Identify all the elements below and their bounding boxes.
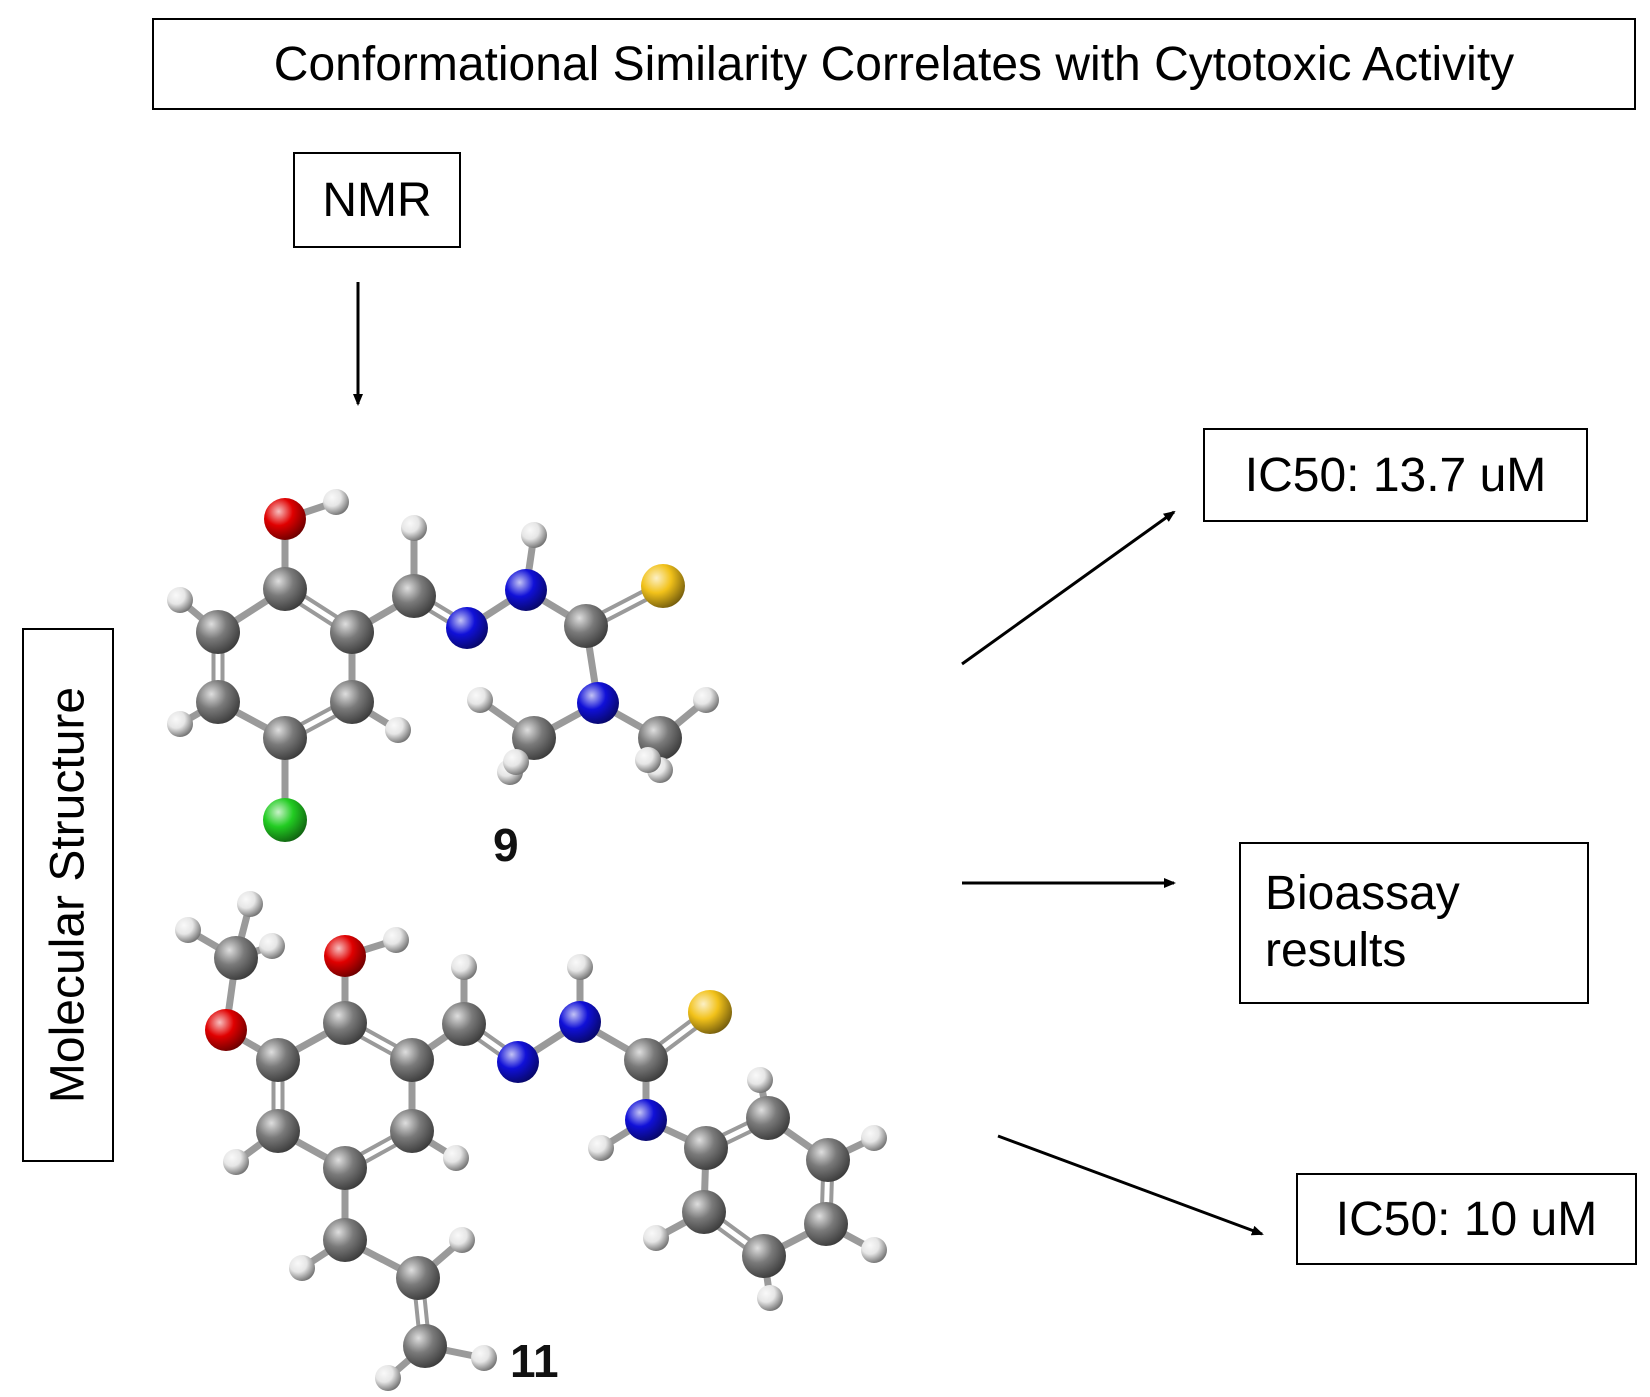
mol9-atom-hydrogen-23	[503, 749, 529, 775]
bioassay-line-2: results	[1265, 924, 1407, 977]
mol11-atom-oxygen-6	[324, 935, 366, 977]
mol11-atom-nitrogen-24	[497, 1041, 539, 1083]
mol11-atom-carbon-31	[684, 1126, 728, 1170]
mol9-atom-oxygen-6	[264, 498, 306, 540]
arrow-to-ic50-top	[961, 510, 1176, 666]
ic50-top-label: IC50: 13.7 uM	[1244, 448, 1547, 502]
mol11-atom-hydrogen-11	[237, 891, 263, 917]
ic50-bottom-box: IC50: 10 uM	[1296, 1173, 1637, 1265]
mol9-atom-hydrogen-13	[401, 515, 427, 541]
mol11-atom-hydrogen-12	[259, 933, 285, 959]
mol11-atom-oxygen-8	[205, 1009, 247, 1051]
ic50-top-box: IC50: 13.7 uM	[1203, 428, 1588, 522]
mol11-atom-carbon-2	[390, 1109, 434, 1153]
mol9-atom-hydrogen-27	[635, 747, 661, 773]
mol11-atom-hydrogen-26	[567, 954, 593, 980]
mol11-atom-hydrogen-20	[375, 1365, 401, 1391]
mol9-atom-hydrogen-10	[385, 717, 411, 743]
nmr-box: NMR	[293, 152, 461, 248]
mol11-atom-hydrogen-41	[643, 1225, 669, 1251]
mol9-atom-carbon-5	[196, 610, 240, 654]
mol11-atom-hydrogen-35	[861, 1125, 887, 1151]
mol11-atom-nitrogen-29	[625, 1099, 667, 1141]
mol9-atom-hydrogen-25	[693, 687, 719, 713]
mol11-atom-hydrogen-16	[289, 1255, 315, 1281]
compound-11-label: 11	[510, 1335, 559, 1387]
mol9-atom-carbon-4	[196, 680, 240, 724]
compound-9-label: 9	[493, 819, 519, 871]
mol9-atom-nitrogen-14	[446, 607, 488, 649]
mol11-atom-carbon-40	[682, 1190, 726, 1234]
mol11-atom-carbon-19	[403, 1324, 447, 1368]
mol11-atom-hydrogen-30	[588, 1135, 614, 1161]
mol11-atom-carbon-1	[390, 1038, 434, 1082]
mol11-atom-hydrogen-14	[443, 1145, 469, 1171]
nmr-label: NMR	[322, 173, 432, 227]
mol11-atom-nitrogen-25	[559, 1001, 601, 1043]
molecular-structure-box: Molecular Structure	[22, 628, 114, 1162]
mol9-atom-carbon-12	[392, 574, 436, 618]
mol9-atom-hydrogen-21	[467, 687, 493, 713]
mol9-atom-carbon-20	[512, 716, 556, 760]
mol11-atom-carbon-38	[742, 1234, 786, 1278]
arrow-to-ic50-bottom	[997, 1134, 1264, 1236]
mol9-atom-nitrogen-19	[577, 682, 619, 724]
mol11-atom-carbon-4	[256, 1109, 300, 1153]
mol11-atom-hydrogen-7	[383, 927, 409, 953]
mol11-atom-hydrogen-10	[175, 917, 201, 943]
title-box: Conformational Similarity Correlates wit…	[152, 18, 1636, 110]
bioassay-line-1: Bioassay	[1265, 867, 1460, 921]
mol11-atom-hydrogen-13	[223, 1149, 249, 1175]
mol9-atom-hydrogen-7	[323, 489, 349, 515]
mol11-atom-carbon-17	[396, 1256, 440, 1300]
mol11-atom-carbon-22	[442, 1002, 486, 1046]
mol11-atom-carbon-27	[624, 1038, 668, 1082]
bioassay-box: Bioassay results	[1239, 842, 1589, 1004]
mol9-atom-carbon-2	[330, 680, 374, 724]
mol11-atom-hydrogen-23	[451, 954, 477, 980]
mol9-atom-carbon-17	[564, 604, 608, 648]
title-text: Conformational Similarity Correlates wit…	[273, 37, 1515, 91]
mol11-atom-sulfur-28	[688, 990, 732, 1034]
mol9-atom-hydrogen-16	[521, 522, 547, 548]
mol11-atom-hydrogen-33	[747, 1067, 773, 1093]
mol9-atom-sulfur-18	[641, 564, 685, 608]
mol11-atom-hydrogen-21	[471, 1345, 497, 1371]
mol9-atom-nitrogen-15	[505, 569, 547, 611]
mol11-atom-carbon-32	[746, 1096, 790, 1140]
mol9-atom-carbon-0	[263, 567, 307, 611]
mol9-atom-chlorine-11	[263, 798, 307, 842]
mol11-atom-hydrogen-18	[449, 1227, 475, 1253]
mol11-atom-carbon-5	[256, 1038, 300, 1082]
mol11-atom-carbon-3	[323, 1146, 367, 1190]
mol11-atom-carbon-34	[806, 1138, 850, 1182]
mol11-atom-carbon-36	[804, 1202, 848, 1246]
mol11-atom-hydrogen-37	[861, 1237, 887, 1263]
mol11-atom-carbon-15	[323, 1218, 367, 1262]
mol11-atom-carbon-0	[323, 1001, 367, 1045]
mol11-atom-carbon-9	[214, 936, 258, 980]
ic50-bottom-label: IC50: 10 uM	[1335, 1192, 1598, 1246]
mol9-atom-hydrogen-9	[167, 711, 193, 737]
mol9-atom-carbon-3	[263, 716, 307, 760]
mol9-atom-hydrogen-8	[167, 587, 193, 613]
mol11-atom-hydrogen-39	[757, 1285, 783, 1311]
mol9-atom-carbon-1	[330, 610, 374, 654]
